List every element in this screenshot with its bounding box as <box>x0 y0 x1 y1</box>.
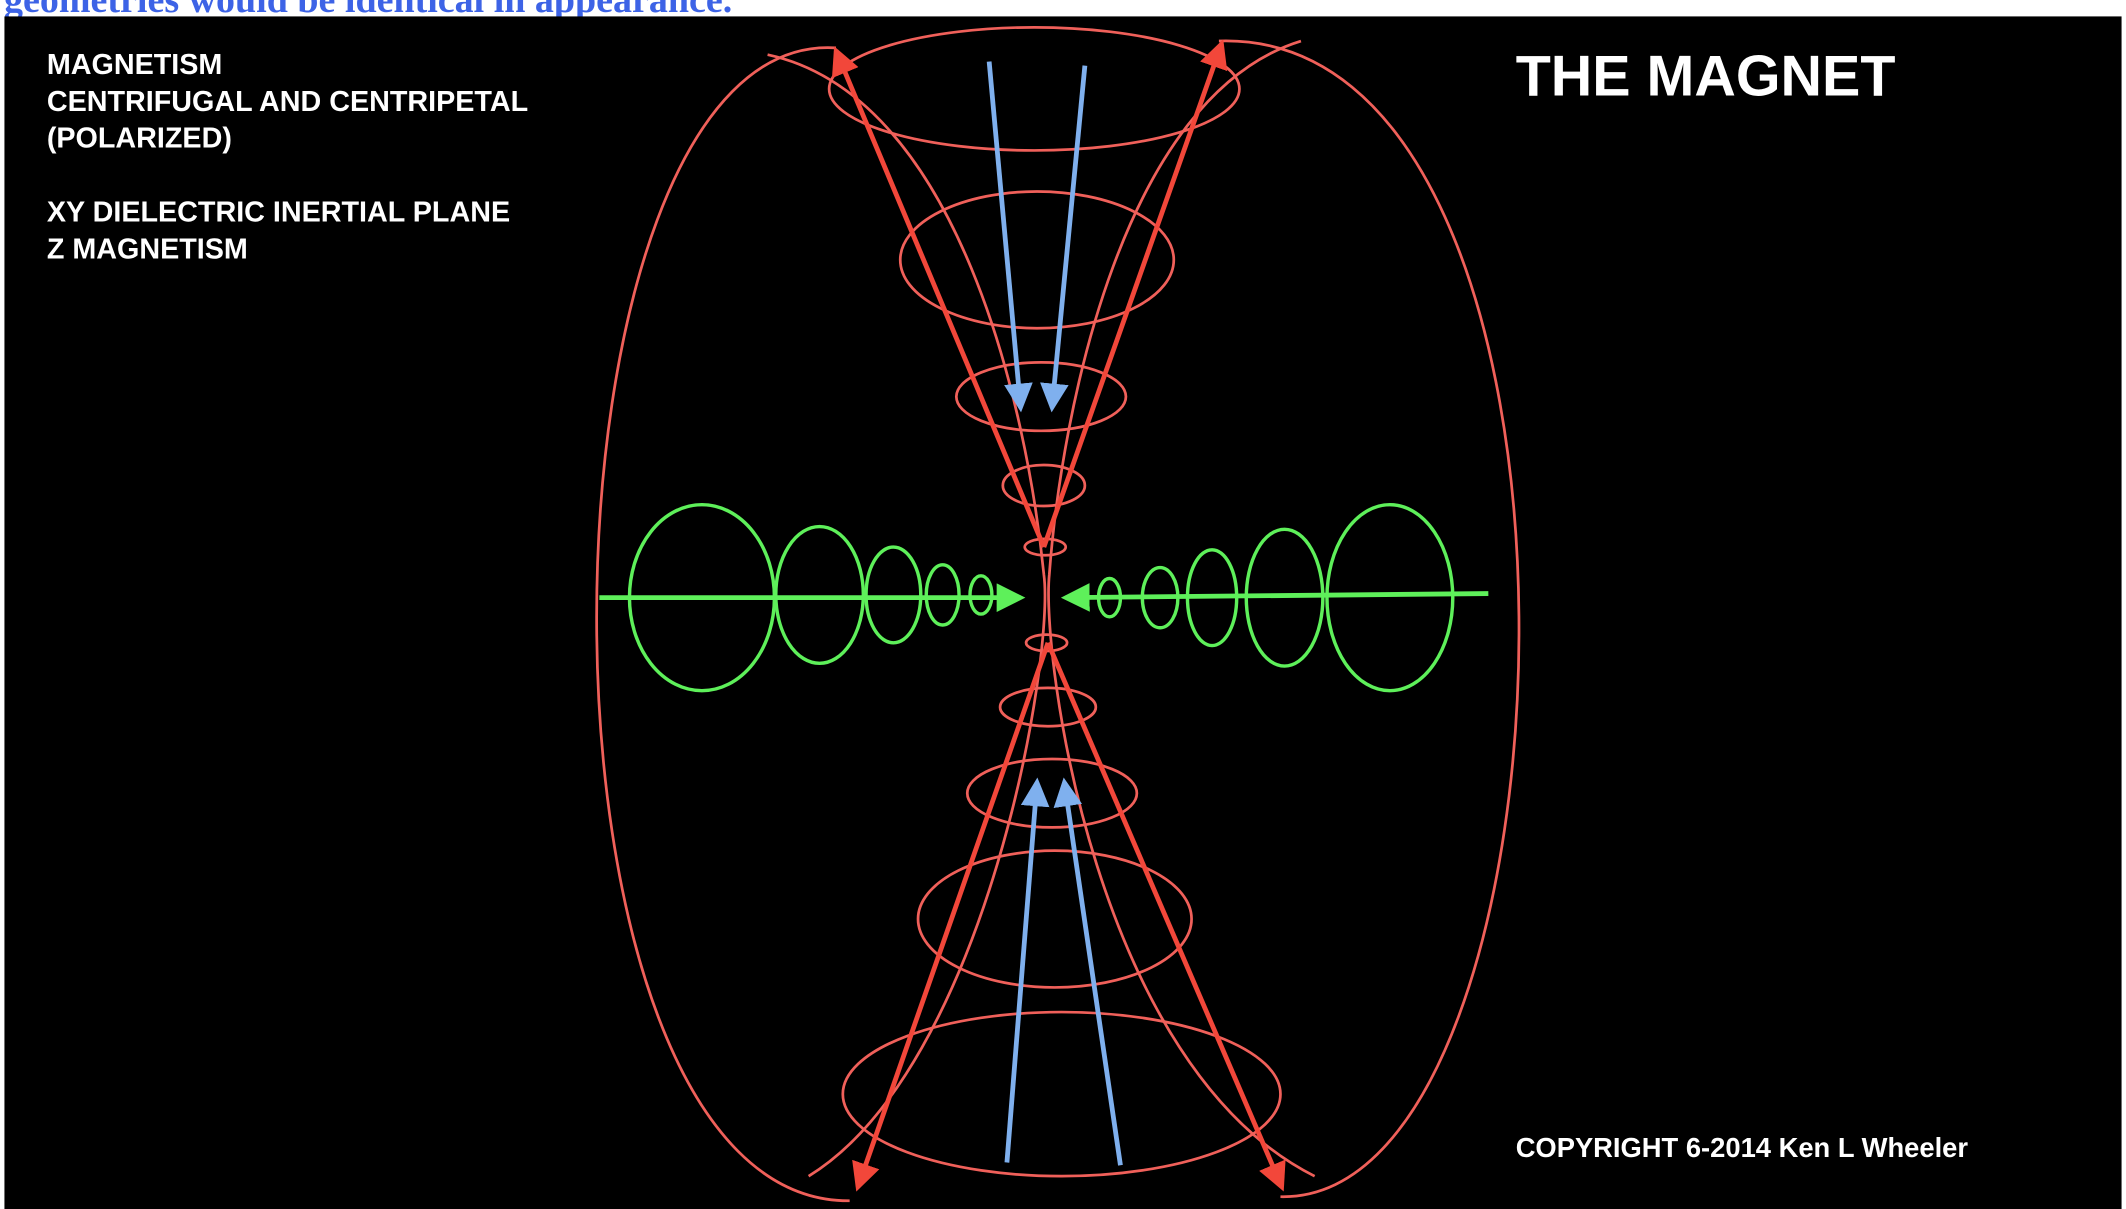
copyright-text: COPYRIGHT 6-2014 Ken L Wheeler <box>1516 1132 1969 1163</box>
red-arrows <box>831 39 1286 1192</box>
dielectric-ring <box>864 545 923 645</box>
dielectric-ring <box>1096 576 1123 619</box>
dielectric-ring <box>774 524 866 666</box>
dielectric-ring <box>1244 527 1325 668</box>
arrow-up-left <box>831 46 1047 548</box>
caption-text: geometries would be identical in appeara… <box>4 0 733 21</box>
diagram-title: THE MAGNET <box>1516 45 1896 109</box>
dielectric-ring <box>968 574 994 616</box>
vortex-ring <box>954 361 1128 433</box>
vortex-ring <box>998 686 1098 728</box>
arrow-in-bottom-left <box>1004 777 1050 1163</box>
green-arrow-right <box>1060 583 1489 612</box>
dielectric-ring <box>1185 548 1239 648</box>
dielectric-ring <box>1140 565 1180 630</box>
label-z-magnetism: Z MAGNETISM <box>47 233 248 265</box>
vortex-ring <box>965 757 1139 829</box>
arrow-up-right <box>1041 39 1228 548</box>
vortex-ring <box>898 190 1176 330</box>
label-centrifugal: CENTRIFUGAL AND CENTRIPETAL <box>47 86 528 118</box>
arrow-down-left <box>852 642 1051 1192</box>
label-polarized: (POLARIZED) <box>47 123 232 155</box>
dielectric-ring <box>1325 502 1455 693</box>
vortex-ring <box>827 25 1241 152</box>
label-xy-plane: XY DIELECTRIC INERTIAL PLANE <box>47 197 510 229</box>
arrow-down-right <box>1045 641 1286 1192</box>
arrow-in-bottom-right <box>1053 777 1123 1166</box>
arrow-in-top-left <box>986 61 1033 413</box>
dielectric-plane <box>599 502 1489 693</box>
outer-loop-right <box>1218 39 1521 1199</box>
vortex-ring <box>916 849 1193 989</box>
vortex-ring <box>1001 463 1087 508</box>
dielectric-ring <box>924 563 961 627</box>
inner-curve-left <box>767 53 1047 1178</box>
vortex-ring <box>841 1010 1282 1178</box>
diagram-background <box>4 16 2122 1209</box>
arrow-in-top-right <box>1040 65 1088 413</box>
label-magnetism: MAGNETISM <box>47 49 223 81</box>
outer-loop-left <box>595 46 850 1203</box>
inner-curve-right <box>1047 39 1316 1178</box>
field-lines <box>595 25 1521 1203</box>
blue-arrows <box>986 61 1123 1166</box>
